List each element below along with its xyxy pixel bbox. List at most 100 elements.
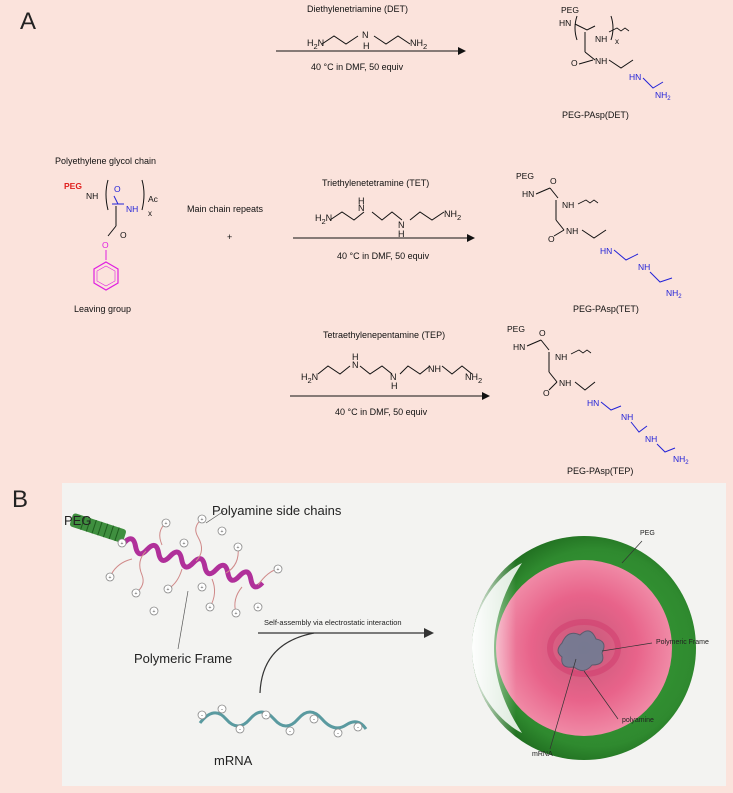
svg-text:O: O [114, 184, 121, 194]
svg-text:-: - [313, 717, 315, 723]
svg-text:NH: NH [595, 34, 607, 44]
label-polyamine-side-chains: Polyamine side chains [212, 503, 342, 518]
reagent-tet-name: Triethylenetetramine (TET) [322, 178, 430, 188]
svg-text:NH2: NH2 [655, 90, 671, 102]
svg-text:NH: NH [638, 262, 650, 272]
det-h2n: H2N [307, 38, 325, 51]
product-tet-name: PEG-PAsp(TET) [573, 304, 639, 314]
tet-n2: N [398, 220, 405, 230]
svg-text:NH: NH [562, 200, 574, 210]
svg-text:HN: HN [587, 398, 599, 408]
svg-text:O: O [571, 58, 578, 68]
tep-n2: N [390, 372, 397, 382]
tep-n1: N [352, 360, 359, 370]
tet-nh2: NH2 [444, 209, 462, 222]
tet-n1: N [358, 203, 365, 213]
conditions-1: 40 °C in DMF, 50 equiv [311, 62, 404, 72]
svg-text:-: - [265, 713, 267, 719]
svg-text:-: - [337, 731, 339, 737]
starting-material-structure: PEG NH O NH x Ac O O [64, 179, 159, 291]
product-tep-structure: PEG HN O NH O NH HN NH NH NH2 [507, 324, 689, 465]
product-det-name: PEG-PAsp(DET) [562, 110, 629, 120]
negative-charges [197, 704, 363, 738]
svg-text:PEG: PEG [64, 181, 82, 191]
conditions-3: 40 °C in DMF, 50 equiv [335, 407, 428, 417]
svg-text:+: + [209, 605, 212, 611]
tep-structure [317, 365, 473, 375]
tet-h2: H [398, 229, 405, 239]
svg-text:+: + [201, 517, 204, 523]
svg-text:x: x [148, 209, 152, 218]
svg-text:O: O [120, 230, 127, 240]
mrna-strand [198, 710, 368, 730]
product-tep-name: PEG-PAsp(TEP) [567, 466, 634, 476]
svg-text:+: + [277, 567, 280, 573]
svg-text:NH: NH [555, 352, 567, 362]
reaction-arrow-3 [290, 392, 490, 400]
svg-text:O: O [543, 388, 550, 398]
svg-text:+: + [165, 521, 168, 527]
reagent-tep-name: Tetraethylenepentamine (TEP) [323, 330, 446, 340]
svg-text:+: + [257, 605, 260, 611]
reaction-arrow-1 [276, 47, 466, 55]
panel-b-graphics: +++ +++ +++ +++ +++ --- --- -- [69, 510, 696, 760]
svg-text:+: + [221, 529, 224, 535]
svg-text:-: - [357, 725, 359, 731]
svg-text:+: + [121, 541, 124, 547]
main-chain-label: Main chain repeats [187, 204, 264, 214]
tep-nh2: NH2 [465, 372, 483, 385]
product-tet-structure: PEG HN O NH O NH HN NH NH2 [516, 171, 682, 300]
side-chains [109, 518, 279, 614]
svg-text:NH: NH [621, 412, 633, 422]
svg-text:HN: HN [513, 342, 525, 352]
svg-text:-: - [239, 727, 241, 733]
label-polymeric-frame: Polymeric Frame [134, 651, 233, 666]
svg-text:NH2: NH2 [666, 288, 682, 300]
particle-label-peg: PEG [640, 530, 655, 537]
tet-h2n: H2N [315, 213, 333, 226]
panel-a-label: A [20, 8, 37, 35]
p1-peg: PEG [561, 5, 579, 15]
peg-chain-label: Polyethylene glycol chain [55, 156, 157, 166]
svg-text:+: + [235, 611, 238, 617]
particle-label-frame: Polymeric Frame [656, 639, 709, 646]
svg-text:+: + [237, 545, 240, 551]
svg-text:O: O [102, 240, 109, 250]
svg-text:+: + [167, 587, 170, 593]
svg-text:NH: NH [559, 378, 571, 388]
svg-text:x: x [615, 37, 619, 46]
conditions-2: 40 °C in DMF, 50 equiv [337, 251, 430, 261]
det-nh2: NH2 [410, 38, 428, 51]
reaction-arrow-2 [293, 234, 475, 242]
svg-text:+: + [109, 575, 112, 581]
svg-text:O: O [539, 328, 546, 338]
reagent-det-name: Diethylenetriamine (DET) [307, 4, 409, 14]
svg-text:-: - [221, 707, 223, 713]
svg-text:Ac: Ac [148, 194, 159, 204]
label-self-assembly: Self-assembly via electrostatic interact… [264, 618, 402, 627]
positive-charges [105, 514, 283, 618]
svg-text:NH: NH [566, 226, 578, 236]
tep-h1: H [352, 352, 359, 362]
assembly-curve [259, 632, 315, 694]
svg-text:HN: HN [629, 72, 641, 82]
svg-text:+: + [153, 609, 156, 615]
tet-structure [329, 211, 445, 221]
det-h: H [363, 41, 370, 51]
svg-text:O: O [550, 176, 557, 186]
label-mrna: mRNA [214, 753, 253, 768]
svg-text:PEG: PEG [516, 171, 534, 181]
plus-sign: + [227, 232, 233, 242]
svg-text:NH: NH [86, 191, 98, 201]
peg-rod [69, 513, 127, 543]
svg-text:HN: HN [522, 189, 534, 199]
panel-b-label: B [12, 486, 29, 513]
svg-text:HN: HN [600, 246, 612, 256]
svg-text:-: - [289, 729, 291, 735]
det-n: N [362, 30, 369, 40]
svg-text:NH: NH [126, 204, 138, 214]
svg-text:+: + [201, 585, 204, 591]
panel-b-illustration: +++ +++ +++ +++ +++ --- --- -- [62, 483, 726, 786]
tet-h1: H [358, 196, 365, 206]
polymer-coil [122, 536, 265, 590]
